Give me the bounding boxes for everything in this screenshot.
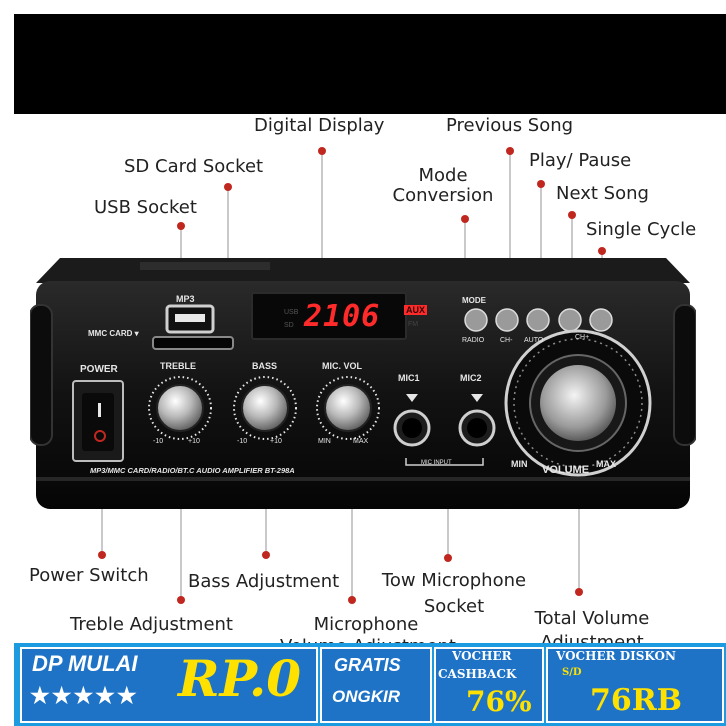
panel-treble-min: -10 [153, 438, 164, 445]
promo-banner: DP MULAI ★★★★★ RP.0 GRATIS ONGKIR VOCHER… [14, 643, 726, 726]
leader-dot [98, 551, 106, 559]
label-digital-display: Digital Display [254, 115, 385, 136]
display-digits: 2106 [304, 299, 381, 334]
panel-treble-max: +10 [188, 438, 200, 445]
label-single-cycle: Single Cycle [586, 219, 697, 240]
panel-mp3: MP3 [176, 294, 195, 304]
leader-dot [598, 247, 606, 255]
panel-bass: BASS [252, 361, 278, 371]
promo-diskon-value: 76RB [590, 683, 683, 718]
label-treble-adjustment: Treble Adjustment [70, 614, 233, 635]
leader-mic-socket [447, 465, 449, 558]
panel-model-text: MP3/MMC CARD/RADIO/BT.C AUDIO AMPLIFIER … [90, 466, 295, 475]
display-fm: FM [408, 321, 419, 328]
leader-dot [461, 215, 469, 223]
promo-diskon-box [546, 647, 724, 723]
promo-vocher-diskon: VOCHER DISKON [556, 649, 676, 663]
leader-treble [180, 430, 182, 602]
panel-mic-min: MIN [318, 438, 331, 445]
promo-rp: RP.0 [178, 649, 302, 708]
panel-auto: AUTO [524, 337, 544, 344]
label-bass-adjustment: Bass Adjustment [188, 571, 340, 592]
promo-stars: ★★★★★ [30, 683, 139, 708]
promo-cashback-box [434, 647, 544, 723]
panel-bass-min: -10 [237, 438, 248, 445]
display-aux: AUX [404, 305, 428, 315]
label-next-song: Next Song [556, 183, 649, 204]
panel-mic-max: MAX [353, 438, 369, 445]
leader-mic-vol [351, 430, 353, 602]
leader-play-pause [540, 183, 542, 295]
display-sd: SD [284, 322, 294, 329]
panel-radio: RADIO [462, 337, 485, 344]
promo-cashback-value: 76% [466, 685, 532, 718]
panel-volume: VOLUME [542, 464, 590, 476]
panel-mic-input: MIC INPUT [421, 460, 452, 466]
leader-dot [506, 147, 514, 155]
promo-cashback: CASHBACK [438, 667, 517, 681]
top-black-bar [14, 14, 726, 114]
leader-dot [348, 596, 356, 604]
leader-dot [537, 180, 545, 188]
label-total-volume-2: Adjustment [540, 632, 644, 643]
label-microphone-1: Microphone [313, 614, 419, 635]
label-power-switch: Power Switch [29, 565, 149, 586]
label-previous-song: Previous Song [446, 115, 574, 136]
leader-dot [318, 147, 326, 155]
label-usb-socket: USB Socket [94, 197, 197, 218]
leader-total-volume [578, 470, 580, 592]
label-tow-microphone-2: Socket [423, 596, 485, 617]
panel-mic2: MIC2 [460, 373, 482, 383]
leader-dot [444, 554, 452, 562]
panel-mmc-card: MMC CARD ▾ [88, 329, 139, 338]
leader-dot [568, 211, 576, 219]
label-tow-microphone-1: Tow Microphone [381, 570, 527, 591]
promo-vocher-1: VOCHER [452, 649, 512, 663]
leader-digital-display [321, 150, 323, 296]
panel-power: POWER [80, 364, 118, 375]
promo-dp-mulai: DP MULAI [32, 651, 138, 676]
leader-dot [177, 596, 185, 604]
panel-mic-vol: MIC. VOL [322, 361, 362, 371]
leader-mode [464, 218, 466, 294]
label-mode-conversion-1: Mode [418, 165, 468, 186]
promo-gratis: GRATIS [334, 655, 401, 675]
label-play-pause: Play/ Pause [529, 150, 632, 171]
leader-dot [262, 551, 270, 559]
leader-dot [224, 183, 232, 191]
label-total-volume-1: Total Volume [534, 608, 650, 629]
display-usb: USB [284, 309, 299, 316]
panel-treble: TREBLE [160, 361, 196, 371]
amplifier-front-panel [30, 258, 696, 509]
promo-gratis-box [320, 647, 432, 723]
label-sd-card-socket: SD Card Socket [124, 156, 264, 177]
panel-ch-minus: CH- [500, 337, 513, 344]
leader-previous-song [509, 150, 511, 295]
label-mode-conversion-2: Conversion [392, 185, 494, 206]
panel-mic1: MIC1 [398, 373, 420, 383]
promo-ongkir: ONGKIR [332, 687, 400, 706]
label-microphone-2: Volume Adjustment [268, 636, 468, 643]
panel-bass-max: +10 [270, 438, 282, 445]
leader-dot [177, 222, 185, 230]
panel-ch-plus: CH+ [575, 334, 590, 341]
panel-mode: MODE [462, 296, 486, 305]
panel-vol-max: MAX [596, 459, 616, 469]
leader-dot [575, 588, 583, 596]
panel-vol-min: MIN [511, 459, 528, 469]
leader-next-song [571, 214, 573, 296]
promo-dp-box [20, 647, 318, 723]
promo-sd: S/D [562, 667, 582, 678]
